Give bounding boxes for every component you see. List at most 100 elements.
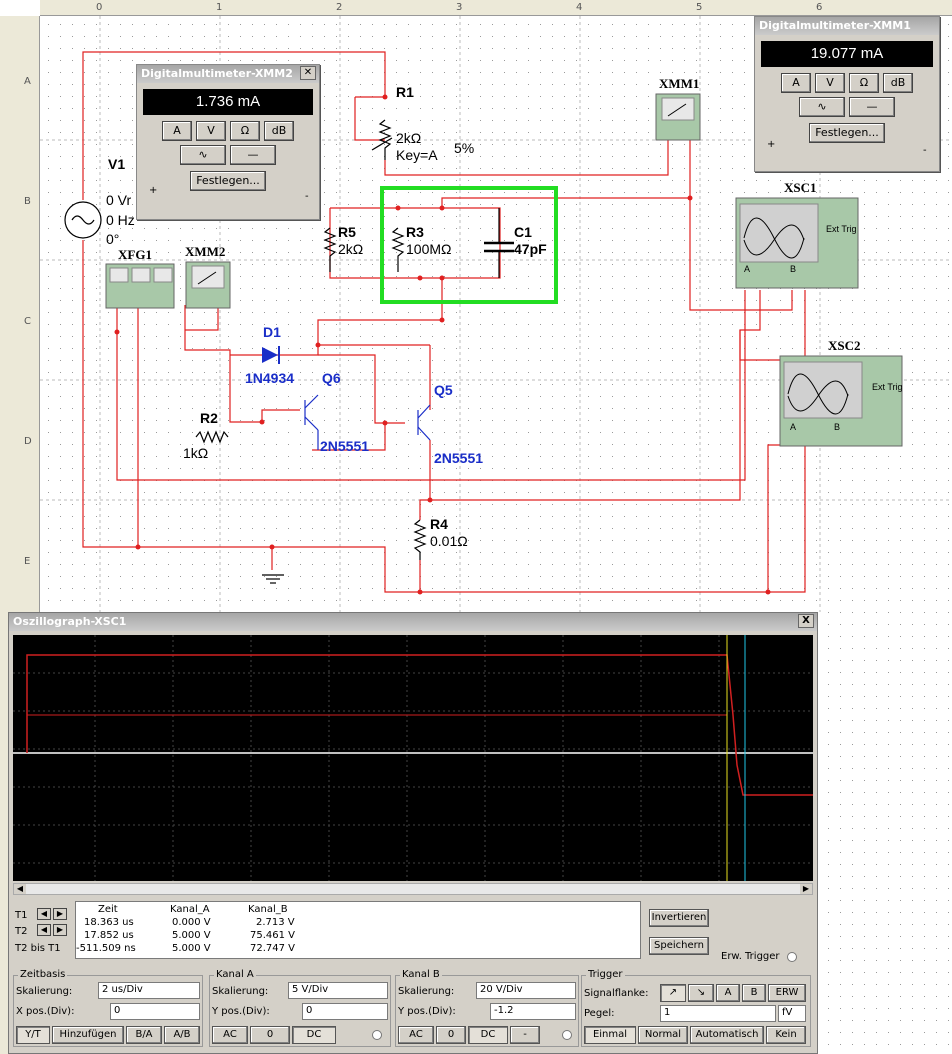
channel-a-radio[interactable] — [372, 1030, 382, 1040]
xfg1-label: XFG1 — [118, 247, 152, 262]
osc-scrollbar[interactable]: ◀ ▶ — [13, 883, 813, 895]
channel-a-title: Kanal A — [214, 969, 256, 980]
xmm1-signal-buttons: ∿ — — [755, 97, 939, 117]
channel-b-radio[interactable] — [562, 1030, 572, 1040]
scroll-left-icon[interactable]: ◀ — [14, 884, 26, 894]
ohm-button[interactable]: Ω — [230, 121, 260, 141]
xsc1-ext-trig: Ext Trig — [826, 224, 857, 234]
channel-b-ac-button[interactable]: AC — [398, 1026, 434, 1044]
add-button[interactable]: Hinzufügen — [52, 1026, 124, 1044]
channel-b-zero-button[interactable]: 0 — [436, 1026, 466, 1044]
t1-left-icon[interactable]: ◀ — [37, 908, 51, 920]
channel-b-scale-field[interactable]: 20 V/Div — [476, 982, 576, 999]
t2-a: 5.000 V — [172, 930, 211, 941]
single-button[interactable]: Einmal — [584, 1026, 636, 1044]
ampere-button[interactable]: A — [162, 121, 192, 141]
channel-b-minus-button[interactable]: - — [510, 1026, 540, 1044]
ohm-button[interactable]: Ω — [849, 73, 879, 93]
channel-a-ac-button[interactable]: AC — [212, 1026, 248, 1044]
xmm2-mode-buttons: A V Ω dB — [137, 121, 319, 141]
xmm1-title: Digitalmultimeter-XMM1 — [759, 19, 911, 32]
volt-button[interactable]: V — [196, 121, 226, 141]
trigger-level-unit[interactable]: fV — [778, 1005, 806, 1022]
channel-b-scale-label: Skalierung: — [398, 986, 455, 997]
r1-label: R1 — [396, 84, 414, 100]
ruler-top: 0 1 2 3 4 5 6 — [40, 0, 952, 16]
xsc1-channel-b: B — [790, 264, 797, 274]
xmm2-symbol — [185, 261, 231, 309]
osc-titlebar[interactable]: Oszillograph-XSC1 X — [9, 613, 817, 631]
trigger-ext-button[interactable]: ERW — [768, 984, 806, 1002]
ext-trigger-radio[interactable] — [787, 952, 797, 962]
db-button[interactable]: dB — [883, 73, 913, 93]
falling-edge-icon[interactable]: ↘ — [688, 984, 714, 1002]
xmm1-settings-button[interactable]: Festlegen... — [809, 123, 885, 143]
col-channel-a: Kanal_A — [170, 904, 210, 915]
close-icon[interactable]: X — [798, 614, 814, 628]
r2-value: 1kΩ — [183, 445, 209, 461]
dc-line-button[interactable]: — — [849, 97, 895, 117]
save-button[interactable]: Speichern — [649, 937, 709, 955]
r5-label: R5 — [338, 224, 356, 240]
timebase-scale-field[interactable]: 2 us/Div — [98, 982, 200, 999]
t1-time: 18.363 us — [84, 917, 134, 928]
d1-label: D1 — [263, 324, 281, 340]
invert-button[interactable]: Invertieren — [649, 909, 709, 927]
xmm1-minus: - — [923, 145, 927, 156]
db-button[interactable]: dB — [264, 121, 294, 141]
cursor-readout: Zeit Kanal_A Kanal_B 18.363 us 0.000 V 2… — [75, 901, 641, 959]
ruler-tick: 4 — [576, 2, 583, 13]
timebase-xpos-field[interactable]: 0 — [110, 1003, 200, 1020]
xsc2-channel-a: A — [790, 422, 797, 432]
channel-b-dc-button[interactable]: DC — [468, 1026, 508, 1044]
channel-b-ypos-label: Y pos.(Div): — [398, 1006, 456, 1017]
ampere-button[interactable]: A — [781, 73, 811, 93]
channel-a-ypos-field[interactable]: 0 — [302, 1003, 388, 1020]
none-button[interactable]: Kein — [766, 1026, 806, 1044]
ab-button[interactable]: A/B — [164, 1026, 200, 1044]
ext-trigger-label: Erw. Trigger — [721, 951, 780, 962]
rising-edge-icon[interactable]: ↗ — [660, 984, 686, 1002]
t1-a: 0.000 V — [172, 917, 211, 928]
channel-b-ypos-field[interactable]: -1.2 — [490, 1003, 576, 1020]
ruler-tick: A — [24, 76, 31, 87]
oscilloscope-xsc1-window[interactable]: Oszillograph-XSC1 X ◀ ▶ T1 T2 T2 bis T1 … — [8, 612, 818, 1054]
dc-line-button[interactable]: — — [230, 145, 276, 165]
t2-t1-b: 72.747 V — [250, 943, 296, 954]
trigger-level-field[interactable]: 1 — [660, 1005, 776, 1022]
channel-a-zero-button[interactable]: 0 — [250, 1026, 290, 1044]
osc-title: Oszillograph-XSC1 — [13, 615, 127, 628]
channel-b-title: Kanal B — [400, 969, 442, 980]
xmm1-label: XMM1 — [659, 76, 700, 91]
trigger-b-button[interactable]: B — [742, 984, 766, 1002]
channel-a-ypos-label: Y pos.(Div): — [212, 1006, 270, 1017]
ruler-tick: 1 — [216, 2, 223, 13]
multimeter-xmm1-window[interactable]: Digitalmultimeter-XMM1 19.077 mA A V Ω d… — [754, 16, 940, 172]
yt-button[interactable]: Y/T — [16, 1026, 50, 1044]
close-icon[interactable]: ✕ — [300, 66, 316, 80]
multimeter-xmm2-window[interactable]: Digitalmultimeter-XMM2 ✕ 1.736 mA A V Ω … — [136, 64, 320, 220]
ba-button[interactable]: B/A — [126, 1026, 162, 1044]
xmm2-titlebar[interactable]: Digitalmultimeter-XMM2 ✕ — [137, 65, 319, 83]
t1-right-icon[interactable]: ▶ — [53, 908, 67, 920]
channel-a-scale-field[interactable]: 5 V/Div — [288, 982, 388, 999]
ac-wave-button[interactable]: ∿ — [799, 97, 845, 117]
xmm1-titlebar[interactable]: Digitalmultimeter-XMM1 — [755, 17, 939, 35]
xmm2-signal-buttons: ∿ — — [137, 145, 319, 165]
trigger-title: Trigger — [586, 969, 625, 980]
ruler-tick: 2 — [336, 2, 343, 13]
trigger-a-button[interactable]: A — [716, 984, 740, 1002]
xmm1-symbol — [655, 93, 701, 141]
auto-button[interactable]: Automatisch — [690, 1026, 764, 1044]
volt-button[interactable]: V — [815, 73, 845, 93]
scroll-right-icon[interactable]: ▶ — [800, 884, 812, 894]
ac-wave-button[interactable]: ∿ — [180, 145, 226, 165]
xmm2-title: Digitalmultimeter-XMM2 — [141, 67, 293, 80]
xmm2-settings-button[interactable]: Festlegen... — [190, 171, 266, 191]
t2-right-icon[interactable]: ▶ — [53, 924, 67, 936]
channel-a-dc-button[interactable]: DC — [292, 1026, 336, 1044]
t2-left-icon[interactable]: ◀ — [37, 924, 51, 936]
normal-button[interactable]: Normal — [638, 1026, 688, 1044]
osc-screen[interactable] — [13, 635, 813, 881]
